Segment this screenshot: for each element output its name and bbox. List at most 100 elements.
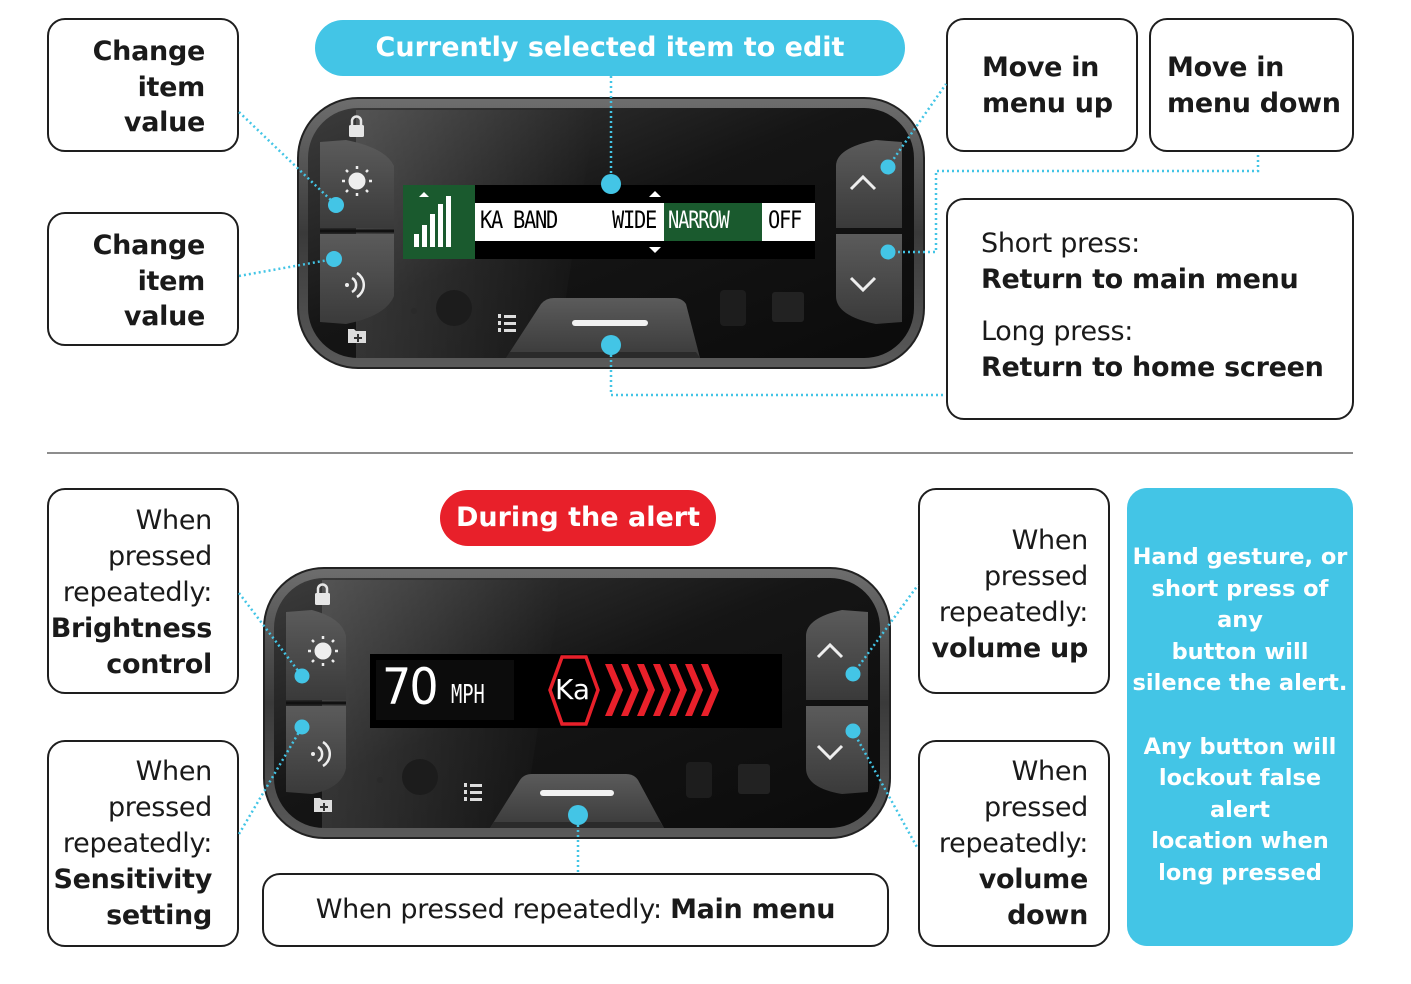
speed-value: 70 [382, 658, 439, 716]
signal-chevrons [605, 664, 719, 716]
signal-chevron [701, 664, 719, 716]
callout-line: pressed [983, 561, 1088, 592]
callout-line: When [135, 505, 213, 536]
info-line: Any button will [1143, 733, 1337, 760]
main-menu-bold: Main menu [670, 894, 836, 925]
selected-option-highlight [664, 203, 762, 241]
callout-line: item [137, 71, 206, 103]
callout-line: Change [92, 230, 206, 261]
short-press-label: Short press: [981, 228, 1140, 259]
main-menu-button [490, 774, 664, 828]
info-line: lockout false [1158, 765, 1322, 791]
sensitivity-icon [311, 740, 332, 768]
chevron-down-icon [816, 744, 844, 761]
info-line: alert [1209, 796, 1270, 823]
callout-line: repeatedly: [938, 597, 1088, 628]
callout-volume-up: When pressed repeatedly: volume up [918, 488, 1110, 694]
callout-line: repeatedly: [938, 828, 1088, 859]
callout-line: volume up [931, 633, 1089, 664]
signal-chevron [637, 664, 655, 716]
chevron-down-icon [849, 276, 877, 293]
sensitivity-icon [345, 271, 366, 299]
long-press-label: Long press: [981, 316, 1134, 347]
section-divider [47, 452, 1353, 454]
callout-line: item [137, 265, 206, 297]
folder-add-icon [314, 798, 332, 812]
info-line: button will [1171, 638, 1309, 665]
scroll-up-icon [649, 191, 661, 197]
callout-line: pressed [107, 541, 212, 572]
scroll-down-icon [649, 247, 661, 253]
callout-line: pressed [107, 792, 212, 823]
callout-change-item-value-bottom: Change item value [47, 212, 239, 346]
alert-banner: During the alert [440, 490, 716, 546]
callout-line: value [123, 301, 205, 332]
chevron-up-icon [816, 642, 844, 659]
callout-line: control [106, 649, 212, 680]
option-off[interactable]: OFF [768, 206, 802, 234]
callout-line: down [1007, 900, 1088, 931]
callout-line: Change [92, 36, 206, 67]
callout-line: setting [106, 900, 212, 931]
callout-line: menu up [982, 88, 1113, 119]
callout-line: menu down [1167, 88, 1341, 119]
menu-list-icon [464, 783, 482, 801]
brightness-icon [342, 166, 372, 196]
signal-chevron [621, 664, 639, 716]
lock-icon [315, 583, 330, 605]
callout-move-menu-down: Move in menu down [1149, 18, 1354, 152]
alert-info-box: Hand gesture, or short press of any butt… [1127, 488, 1353, 946]
callout-sensitivity: When pressed repeatedly: Sensitivity set… [47, 740, 239, 947]
callout-line: When [135, 756, 213, 787]
signal-bars-icon [414, 196, 451, 247]
callout-line: Sensitivity [53, 864, 212, 895]
callout-line: repeatedly: [62, 828, 212, 859]
volume-up-button [806, 610, 868, 700]
speed-unit: MPH [451, 680, 485, 710]
long-press-action: Return to home screen [981, 352, 1324, 383]
menu-list-icon [498, 314, 516, 332]
info-line: short press of [1151, 575, 1329, 602]
option-wide[interactable]: WIDE [612, 206, 657, 234]
info-line: Hand gesture, or [1132, 544, 1348, 570]
brightness-icon [308, 636, 338, 666]
callout-line: pressed [983, 792, 1088, 823]
band-label: Ka [555, 673, 591, 706]
signal-chevron [605, 664, 623, 716]
callout-center-button: Short press: Return to main menu Long pr… [946, 198, 1354, 420]
top-banner: Currently selected item to edit [315, 20, 905, 76]
info-line: silence the alert. [1132, 670, 1348, 696]
menu-down-button [836, 234, 902, 324]
callout-line: value [123, 107, 205, 138]
signal-chevron [685, 664, 703, 716]
signal-chevron [653, 664, 671, 716]
callout-line: Move in [982, 52, 1100, 83]
callout-line: Move in [1167, 52, 1285, 83]
radar-device-bottom [263, 567, 891, 839]
folder-add-icon [348, 329, 366, 343]
main-menu-prefix: When pressed repeatedly: [315, 894, 671, 925]
option-narrow[interactable]: NARROW [668, 206, 730, 234]
info-line: location when [1151, 828, 1329, 854]
signal-chevron [669, 664, 687, 716]
callout-volume-down: When pressed repeatedly: volume down [918, 740, 1110, 947]
callout-line: Brightness [50, 613, 213, 644]
callout-brightness: When pressed repeatedly: Brightness cont… [47, 488, 239, 694]
main-menu-button [506, 298, 700, 358]
sensitivity-button [286, 706, 346, 794]
chevron-up-icon [849, 174, 877, 191]
short-press-action: Return to main menu [981, 264, 1299, 295]
callout-line: volume [978, 864, 1089, 895]
callout-change-item-value-top: Change item value [47, 18, 239, 152]
callout-line: When [1011, 525, 1089, 556]
callout-line: repeatedly: [62, 577, 212, 608]
lock-icon [349, 115, 364, 137]
callout-move-menu-up: Move in menu up [946, 18, 1138, 152]
info-line: long pressed [1158, 859, 1322, 886]
callout-line: When [1011, 756, 1089, 787]
radar-device-top [297, 97, 925, 369]
info-line: any [1217, 607, 1263, 633]
band-hexagon [548, 655, 600, 726]
setting-name: KA BAND [480, 206, 558, 234]
callout-main-menu: When pressed repeatedly: Main menu [262, 873, 889, 947]
